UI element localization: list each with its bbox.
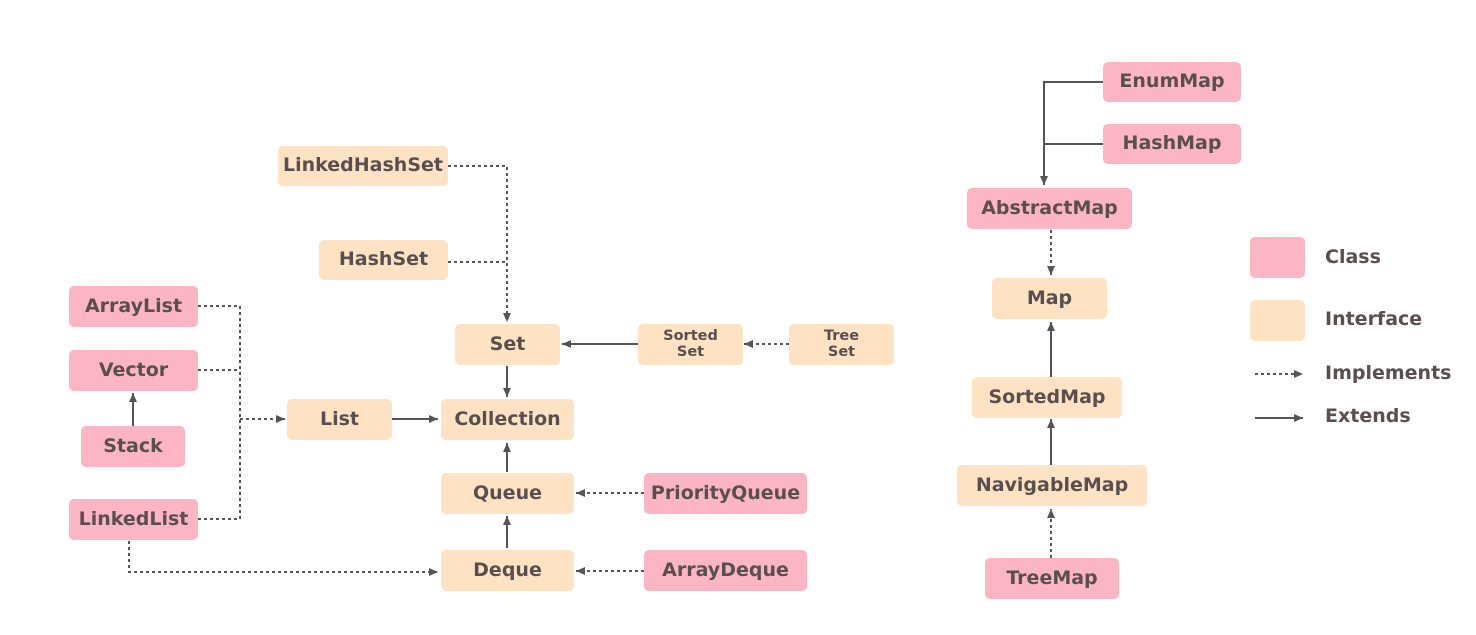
legend-implements-label: Implements (1325, 362, 1452, 384)
node-sortedset: Sorted Set (638, 324, 743, 365)
node-stack: Stack (81, 426, 185, 467)
node-treemap: TreeMap (985, 558, 1119, 599)
node-sortedmap: SortedMap (972, 377, 1122, 418)
node-abstractmap: AbstractMap (967, 188, 1132, 229)
node-hashset: HashSet (319, 240, 448, 280)
node-set: Set (455, 324, 560, 365)
legend-interface-swatch (1250, 300, 1305, 341)
legend-extends-label: Extends (1325, 405, 1411, 427)
node-vector: Vector (69, 350, 198, 391)
node-hashmap: HashMap (1103, 124, 1241, 164)
node-arraydeque: ArrayDeque (644, 550, 807, 591)
node-linkedhashset: LinkedHashSet (278, 146, 448, 186)
node-deque: Deque (441, 550, 574, 591)
node-queue: Queue (441, 473, 574, 514)
node-list: List (287, 399, 392, 440)
legend-class-swatch (1250, 237, 1305, 278)
node-treeset: Tree Set (789, 324, 894, 365)
edge-arraylist-list (198, 305, 241, 520)
edge-linkedlist-deque (128, 541, 438, 576)
node-linkedlist: LinkedList (69, 499, 198, 540)
node-navigablemap: NavigableMap (957, 465, 1147, 506)
node-arraylist: ArrayList (69, 286, 198, 327)
node-collection: Collection (441, 399, 574, 440)
node-enummap: EnumMap (1103, 62, 1241, 102)
legend-class-label: Class (1325, 246, 1381, 268)
node-priorityqueue: PriorityQueue (644, 473, 807, 514)
edge-linkedhashset-set (448, 165, 511, 322)
legend-interface-label: Interface (1325, 308, 1423, 330)
node-map: Map (992, 278, 1107, 319)
edge-enummap-abstractmap (1040, 81, 1103, 185)
